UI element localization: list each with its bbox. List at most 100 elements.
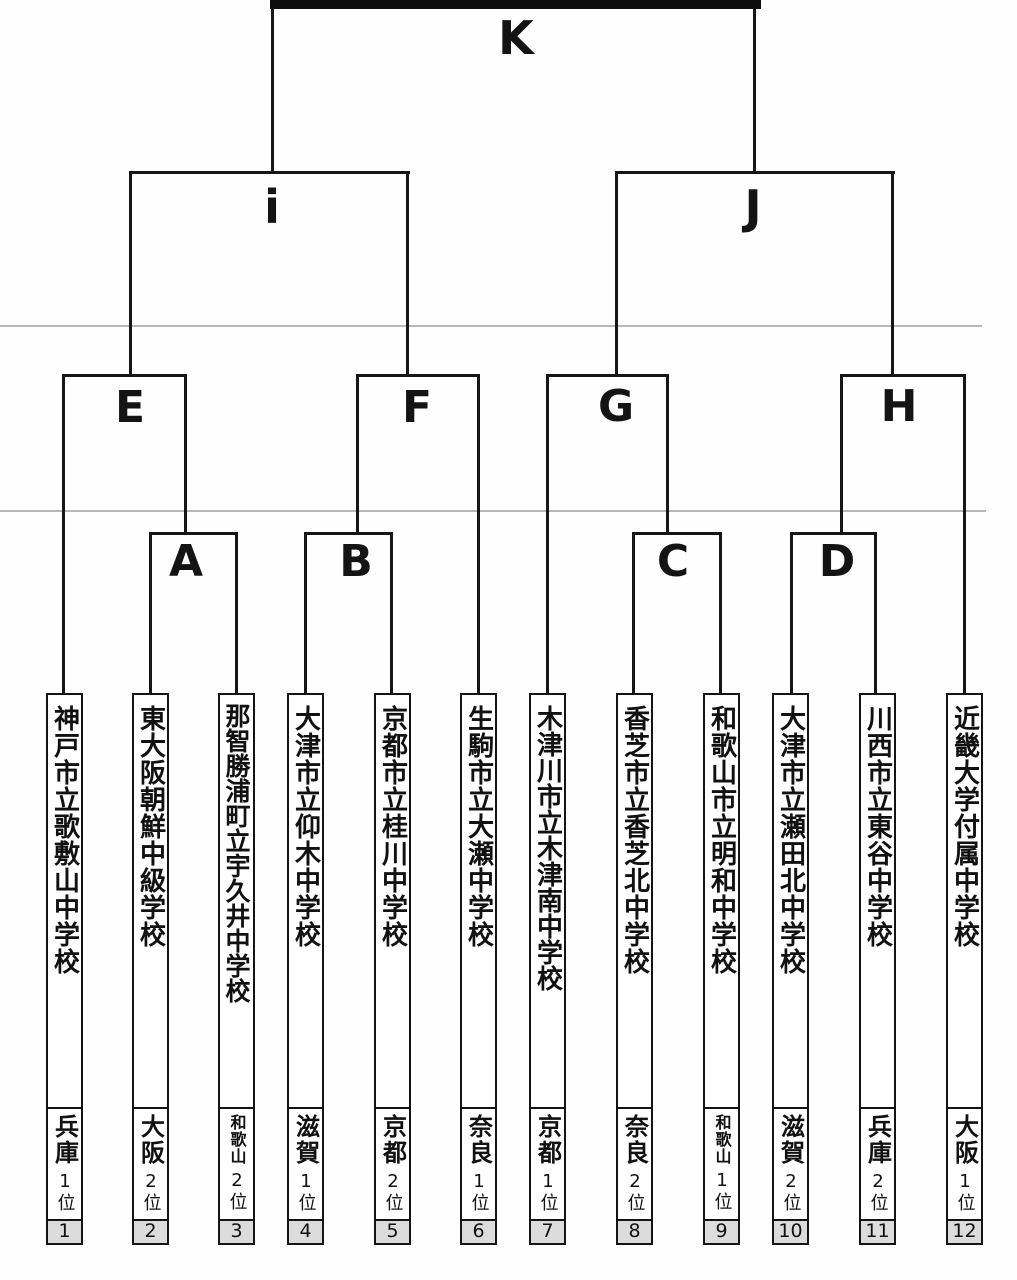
team-rank: 1位	[711, 1170, 733, 1211]
team-seed: 3	[220, 1219, 253, 1243]
team-rank: 2位	[382, 1171, 404, 1212]
bracket-line	[304, 532, 307, 694]
team-rank: 1位	[468, 1171, 490, 1212]
match-label-quarter-4: H	[880, 381, 918, 432]
team-name: 京都市立桂川中学校	[377, 705, 408, 948]
bracket-line	[615, 171, 895, 174]
horizontal-rule-top	[0, 325, 982, 327]
match-label-round1-4: D	[818, 536, 856, 587]
team-name: 近畿大学付属中学校	[949, 705, 980, 948]
team-seed: 9	[705, 1219, 738, 1243]
team-meta: 兵庫 1位	[48, 1107, 81, 1219]
match-label-round1-2: B	[339, 536, 373, 587]
match-label-quarter-1: E	[114, 382, 146, 433]
team-meta: 兵庫 2位	[861, 1107, 894, 1219]
team-meta: 和歌山 1位	[705, 1107, 738, 1219]
team-rank: 1位	[537, 1171, 559, 1212]
team-seed: 2	[134, 1219, 167, 1243]
bracket-line	[790, 532, 877, 535]
team-prefecture: 京都	[378, 1114, 407, 1166]
team-box-3: 那智勝浦町立宇久井中学校 和歌山 2位 3	[218, 693, 255, 1245]
bracket-line	[184, 374, 187, 534]
team-name: 川西市立東谷中学校	[862, 705, 893, 948]
bracket-line	[356, 374, 479, 377]
team-seed: 6	[462, 1219, 495, 1243]
team-prefecture: 滋賀	[291, 1114, 320, 1166]
team-meta: 滋賀 1位	[289, 1107, 322, 1219]
team-seed: 7	[531, 1219, 564, 1243]
team-name: 那智勝浦町立宇久井中学校	[222, 703, 251, 1003]
team-name: 香芝市立香芝北中学校	[619, 705, 650, 975]
final-match-bar	[270, 0, 761, 9]
team-name: 木津川市立木津南中学校	[532, 705, 563, 991]
bracket-line	[129, 171, 132, 377]
horizontal-rule-bottom	[0, 510, 986, 512]
bracket-line	[840, 374, 843, 534]
team-meta: 大阪 1位	[948, 1107, 981, 1219]
team-prefecture: 和歌山	[712, 1114, 732, 1165]
team-rank: 2位	[226, 1170, 248, 1211]
bracket-line	[546, 374, 669, 377]
team-meta: 京都 2位	[376, 1107, 409, 1219]
bracket-line	[632, 532, 635, 694]
team-seed: 1	[48, 1219, 81, 1243]
bracket-line	[719, 532, 722, 694]
bracket-line	[477, 374, 480, 694]
bracket-line	[666, 374, 669, 534]
team-prefecture: 兵庫	[50, 1114, 79, 1166]
team-name: 生駒市立大瀬中学校	[463, 705, 494, 948]
team-prefecture: 奈良	[464, 1114, 493, 1166]
team-seed: 11	[861, 1219, 894, 1243]
match-label-round1-1: A	[168, 536, 204, 587]
team-meta: 和歌山 2位	[220, 1107, 253, 1219]
bracket-line	[790, 532, 793, 694]
bracket-line	[356, 374, 359, 534]
team-meta: 滋賀 2位	[774, 1107, 807, 1219]
match-label-round1-3: C	[656, 536, 690, 587]
bracket-line	[406, 171, 409, 377]
team-prefecture: 滋賀	[776, 1114, 805, 1166]
team-box-8: 香芝市立香芝北中学校 奈良 2位 8	[616, 693, 653, 1245]
team-seed: 8	[618, 1219, 651, 1243]
team-meta: 奈良 2位	[618, 1107, 651, 1219]
team-meta: 京都 1位	[531, 1107, 564, 1219]
team-box-1: 神戸市立歌敷山中学校 兵庫 1位 1	[46, 693, 83, 1245]
team-rank: 2位	[867, 1171, 889, 1212]
team-name: 大津市立仰木中学校	[290, 705, 321, 948]
team-box-6: 生駒市立大瀬中学校 奈良 1位 6	[460, 693, 497, 1245]
team-prefecture: 大阪	[136, 1114, 165, 1166]
team-box-10: 大津市立瀬田北中学校 滋賀 2位 10	[772, 693, 809, 1245]
match-label-semi-left: i	[264, 180, 280, 234]
bracket-line	[149, 532, 238, 535]
bracket-line	[62, 374, 186, 377]
team-seed: 12	[948, 1219, 981, 1243]
team-rank: 1位	[54, 1171, 76, 1212]
team-rank: 2位	[624, 1171, 646, 1212]
team-prefecture: 兵庫	[863, 1114, 892, 1166]
team-prefecture: 大阪	[950, 1114, 979, 1166]
team-rank: 1位	[295, 1171, 317, 1212]
bracket-line	[62, 374, 65, 694]
team-box-5: 京都市立桂川中学校 京都 2位 5	[374, 693, 411, 1245]
team-meta: 大阪 2位	[134, 1107, 167, 1219]
bracket-line	[615, 171, 618, 377]
team-meta: 奈良 1位	[462, 1107, 495, 1219]
match-label-quarter-2: F	[401, 382, 433, 433]
bracket-line	[963, 374, 966, 694]
team-rank: 1位	[954, 1171, 976, 1212]
team-box-7: 木津川市立木津南中学校 京都 1位 7	[529, 693, 566, 1245]
bracket-line	[840, 374, 966, 377]
team-name: 和歌山市立明和中学校	[706, 705, 737, 975]
bracket-line	[235, 532, 238, 694]
bracket-line	[753, 9, 756, 172]
team-name: 大津市立瀬田北中学校	[775, 705, 806, 975]
team-prefecture: 京都	[533, 1114, 562, 1166]
team-name: 東大阪朝鮮中級学校	[135, 705, 166, 948]
team-box-4: 大津市立仰木中学校 滋賀 1位 4	[287, 693, 324, 1245]
team-prefecture: 奈良	[620, 1114, 649, 1166]
bracket-line	[632, 532, 722, 535]
team-seed: 5	[376, 1219, 409, 1243]
match-label-quarter-3: G	[597, 381, 635, 432]
match-label-semi-right: J	[744, 180, 762, 234]
